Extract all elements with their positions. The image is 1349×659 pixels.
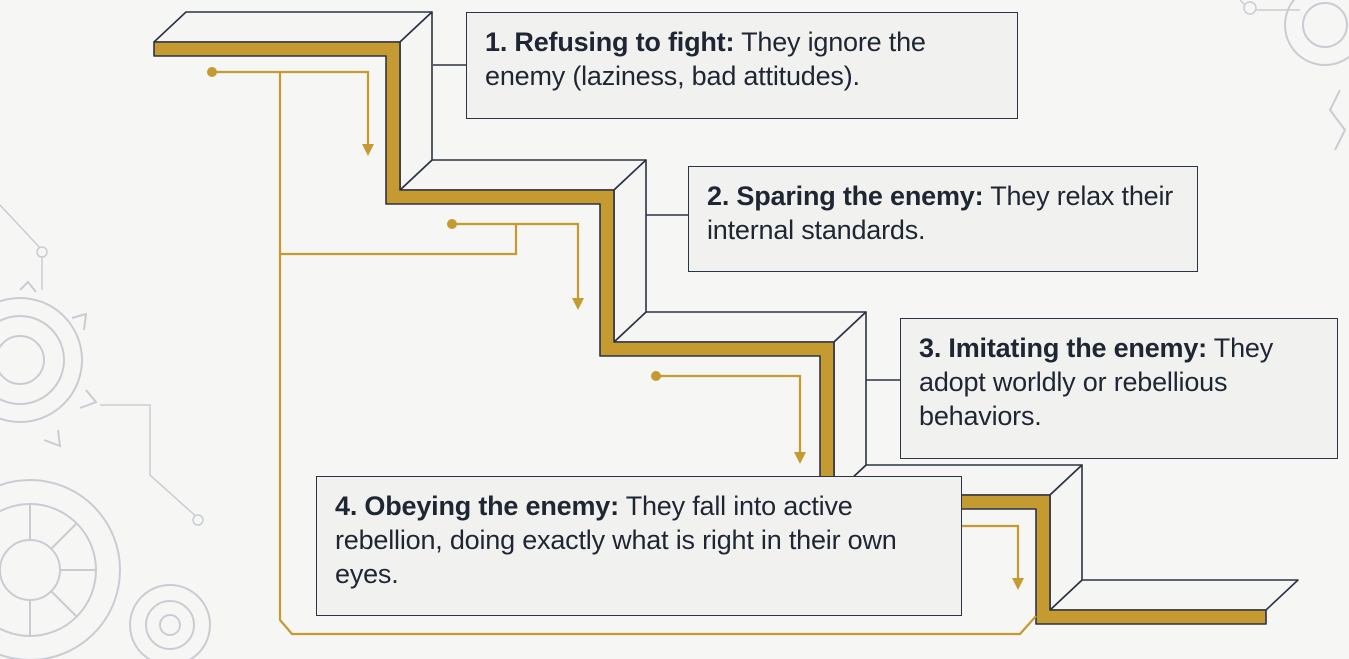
gear-icon bbox=[1284, 0, 1349, 151]
step-4-callout: 4. Obeying the enemy: They fall into act… bbox=[316, 476, 962, 616]
step-2-callout: 2. Sparing the enemy: They relax their i… bbox=[688, 166, 1198, 272]
stair-gold-profile bbox=[153, 41, 1267, 625]
step-3-title: 3. Imitating the enemy: bbox=[919, 333, 1207, 363]
circuit-lines bbox=[0, 0, 1300, 526]
step-3-callout: 3. Imitating the enemy: They adopt world… bbox=[900, 318, 1338, 459]
step-1-title: 1. Refusing to fight: bbox=[485, 27, 735, 57]
arrow-down-icon bbox=[362, 144, 1024, 590]
gear-icon bbox=[0, 479, 121, 659]
step-1-callout: 1. Refusing to fight: They ignore the en… bbox=[466, 12, 1018, 119]
step-4-title: 4. Obeying the enemy: bbox=[335, 491, 619, 521]
gear-icon bbox=[0, 280, 98, 448]
gear-icon bbox=[129, 584, 211, 659]
dot-icon bbox=[207, 67, 887, 531]
step-4-description: They fall into active rebellion, doing e… bbox=[335, 491, 897, 589]
step-2-title: 2. Sparing the enemy: bbox=[707, 181, 984, 211]
step-2-description: They relax their internal standards. bbox=[707, 181, 1174, 245]
step-3-description: They adopt worldly or rebellious behavio… bbox=[919, 333, 1274, 431]
step-1-description: They ignore the enemy (laziness, bad att… bbox=[485, 27, 926, 91]
